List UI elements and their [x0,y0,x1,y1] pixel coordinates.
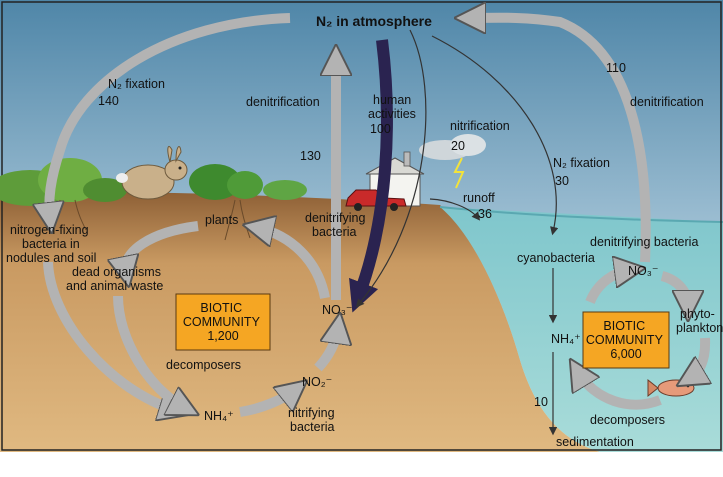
value-ocean-n2-fixation: 30 [555,174,569,188]
arrow-n2-fixation [49,13,291,218]
bottom-margin [0,452,723,477]
label-n2-fixation: N₂ fixation [108,77,165,91]
rabbit-icon [116,145,188,200]
label-decomposers-land: decomposers [166,358,241,372]
arrow-nh4-to-no2 [239,390,295,417]
label-nitrification: nitrification [450,119,510,133]
land-arrows [48,18,705,412]
water-surface [439,206,723,223]
label-phytoplankton: phyto- plankton [676,307,723,335]
arrow-plants-to-dead [126,221,199,272]
label-decomposers-ocean: decomposers [590,413,665,427]
arrow-nitrification [355,29,427,308]
arrow-ocean-denitrification [470,18,651,263]
label-no3-land: NO₃⁻ [322,303,352,317]
arrow-nh4-to-no3-ocean [585,270,630,305]
label-nh4-ocean: NH₄⁺ [551,332,581,346]
label-runoff: runoff [463,191,495,205]
label-human-activities: human activities [368,93,416,121]
label-dead-organisms: dead organisms and animal waste [66,265,164,293]
arrow-decomposers-to-nh4 [578,372,662,410]
value-human-activities: 100 [370,122,391,136]
label-denitrifying-bacteria-ocean: denitrifying bacteria [590,235,698,249]
label-cyanobacteria: cyanobacteria [517,251,595,265]
label-nitrogen-fixing-bacteria: nitrogen-fixing bacteria in nodules and … [6,223,96,265]
arrow-phyto-to-fish [690,337,705,378]
value-ocean-denitrification: 110 [606,61,626,75]
title: N₂ in atmosphere [316,13,432,29]
arrow-dead-to-nh4 [113,295,185,408]
label-nh4-land: NH₄⁺ [204,409,234,423]
label-plants: plants [205,213,238,227]
arrow-bacteria-to-nh4 [43,261,175,410]
arrow-human-activities [349,39,393,313]
lightning-icon [453,157,465,189]
arrow-no3-to-phyto [660,271,688,306]
thin-arrows [355,29,559,436]
label-nitrifying-bacteria: nitrifying bacteria [288,406,338,434]
frame [1,1,722,451]
arrow-no2-to-no3 [314,328,338,372]
label-ocean-n2-fixation: N₂ fixation [553,156,610,170]
arrow-runoff [429,198,481,221]
car-icon [345,189,407,211]
land-biotic-box [175,293,271,351]
arrow-ocean-n2-fixation [431,35,559,236]
label-ocean-denitrification: denitrification [630,95,704,109]
label-no3-ocean: NO₃⁻ [628,264,658,278]
label-denitrification: denitrification [246,95,320,109]
label-no2: NO₂⁻ [302,375,332,389]
land-biotic-label: BIOTIC COMMUNITY 1,200 [183,301,263,343]
value-nitrification: 20 [451,139,465,153]
cloud-icon [419,134,486,160]
label-sedimentation: sedimentation [556,435,634,449]
value-runoff: 36 [478,207,492,221]
value-sedimentation: 10 [534,395,548,409]
label-denitrifying-bacteria: denitrifying bacteria [305,211,369,239]
arrow-no3-to-plants [258,228,330,300]
ocean-biotic-box [582,311,670,369]
value-denitrification: 130 [300,149,321,163]
ocean-biotic-label: BIOTIC COMMUNITY 6,000 [586,319,666,361]
value-n2-fixation: 140 [98,94,119,108]
